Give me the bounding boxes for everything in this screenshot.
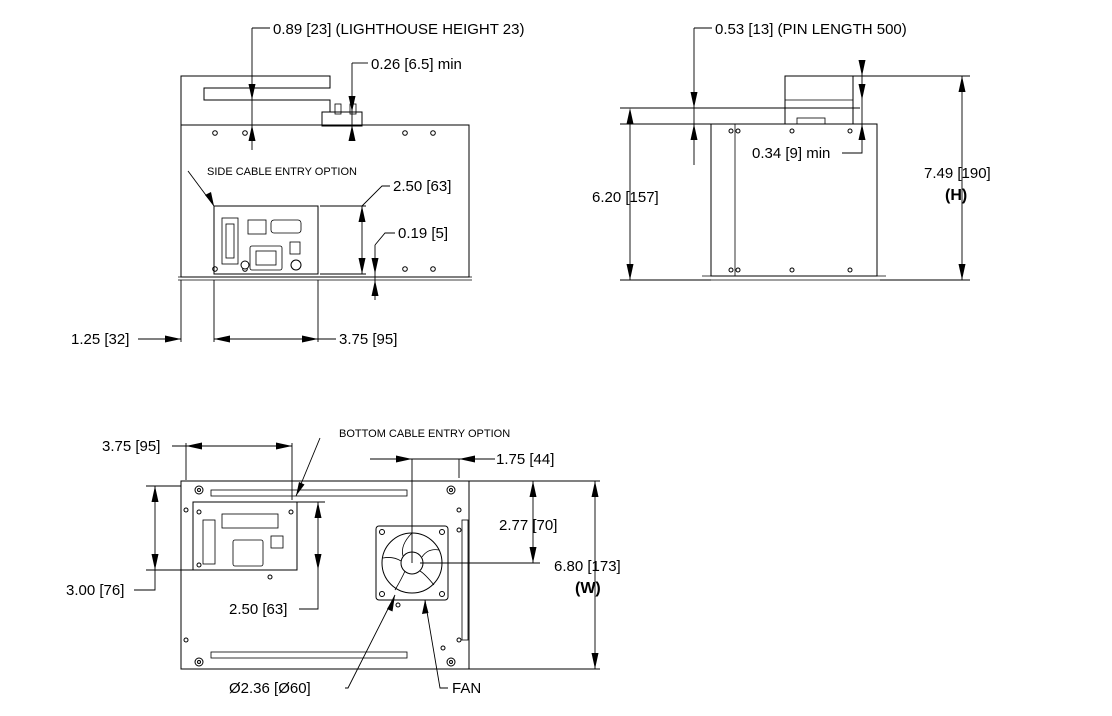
side-cable-entry-note: SIDE CABLE ENTRY OPTION — [207, 166, 357, 178]
connector-clearance-dim: 0.26 [6.5] min — [371, 56, 462, 73]
side-connector-panel — [213, 205, 319, 275]
fan-offset-y-dim: 2.77 [70] — [499, 517, 557, 534]
bottom-cable-entry-note: BOTTOM CABLE ENTRY OPTION — [339, 428, 510, 440]
front-left-offset-dim: 1.25 [32] — [71, 331, 129, 348]
lighthouse-height-dim: 0.89 [23] (LIGHTHOUSE HEIGHT 23) — [273, 21, 524, 38]
total-width-dim: 6.80 [173] — [554, 558, 621, 575]
body-height-dim: 6.20 [157] — [592, 189, 659, 206]
bottom-connector-panel — [192, 501, 298, 571]
pin-length-dim: 0.53 [13] (PIN LENGTH 500) — [715, 21, 907, 38]
fan-diameter-dim: Ø2.36 [Ø60] — [229, 680, 311, 697]
bottom-body — [180, 480, 470, 670]
front-panel-offset-dim: 0.19 [5] — [398, 225, 448, 242]
side-view — [620, 27, 970, 281]
bottom-view — [134, 437, 600, 689]
total-height-dim: 7.49 [190] — [924, 165, 991, 182]
front-panel-height-dim: 2.50 [63] — [393, 178, 451, 195]
front-body — [180, 124, 470, 278]
front-panel-width-dim: 3.75 [95] — [339, 331, 397, 348]
bottom-panel-offset-dim: 3.00 [76] — [66, 582, 124, 599]
fan-label: FAN — [452, 680, 481, 697]
side-min-clearance-dim: 0.34 [9] min — [752, 145, 830, 162]
width-tag: (W) — [575, 580, 601, 597]
height-tag: (H) — [945, 187, 967, 204]
bottom-panel-width-dim: 3.75 [95] — [102, 438, 160, 455]
front-view — [138, 27, 472, 343]
fan-offset-x-dim: 1.75 [44] — [496, 451, 554, 468]
bottom-panel-height-dim: 2.50 [63] — [229, 601, 287, 618]
